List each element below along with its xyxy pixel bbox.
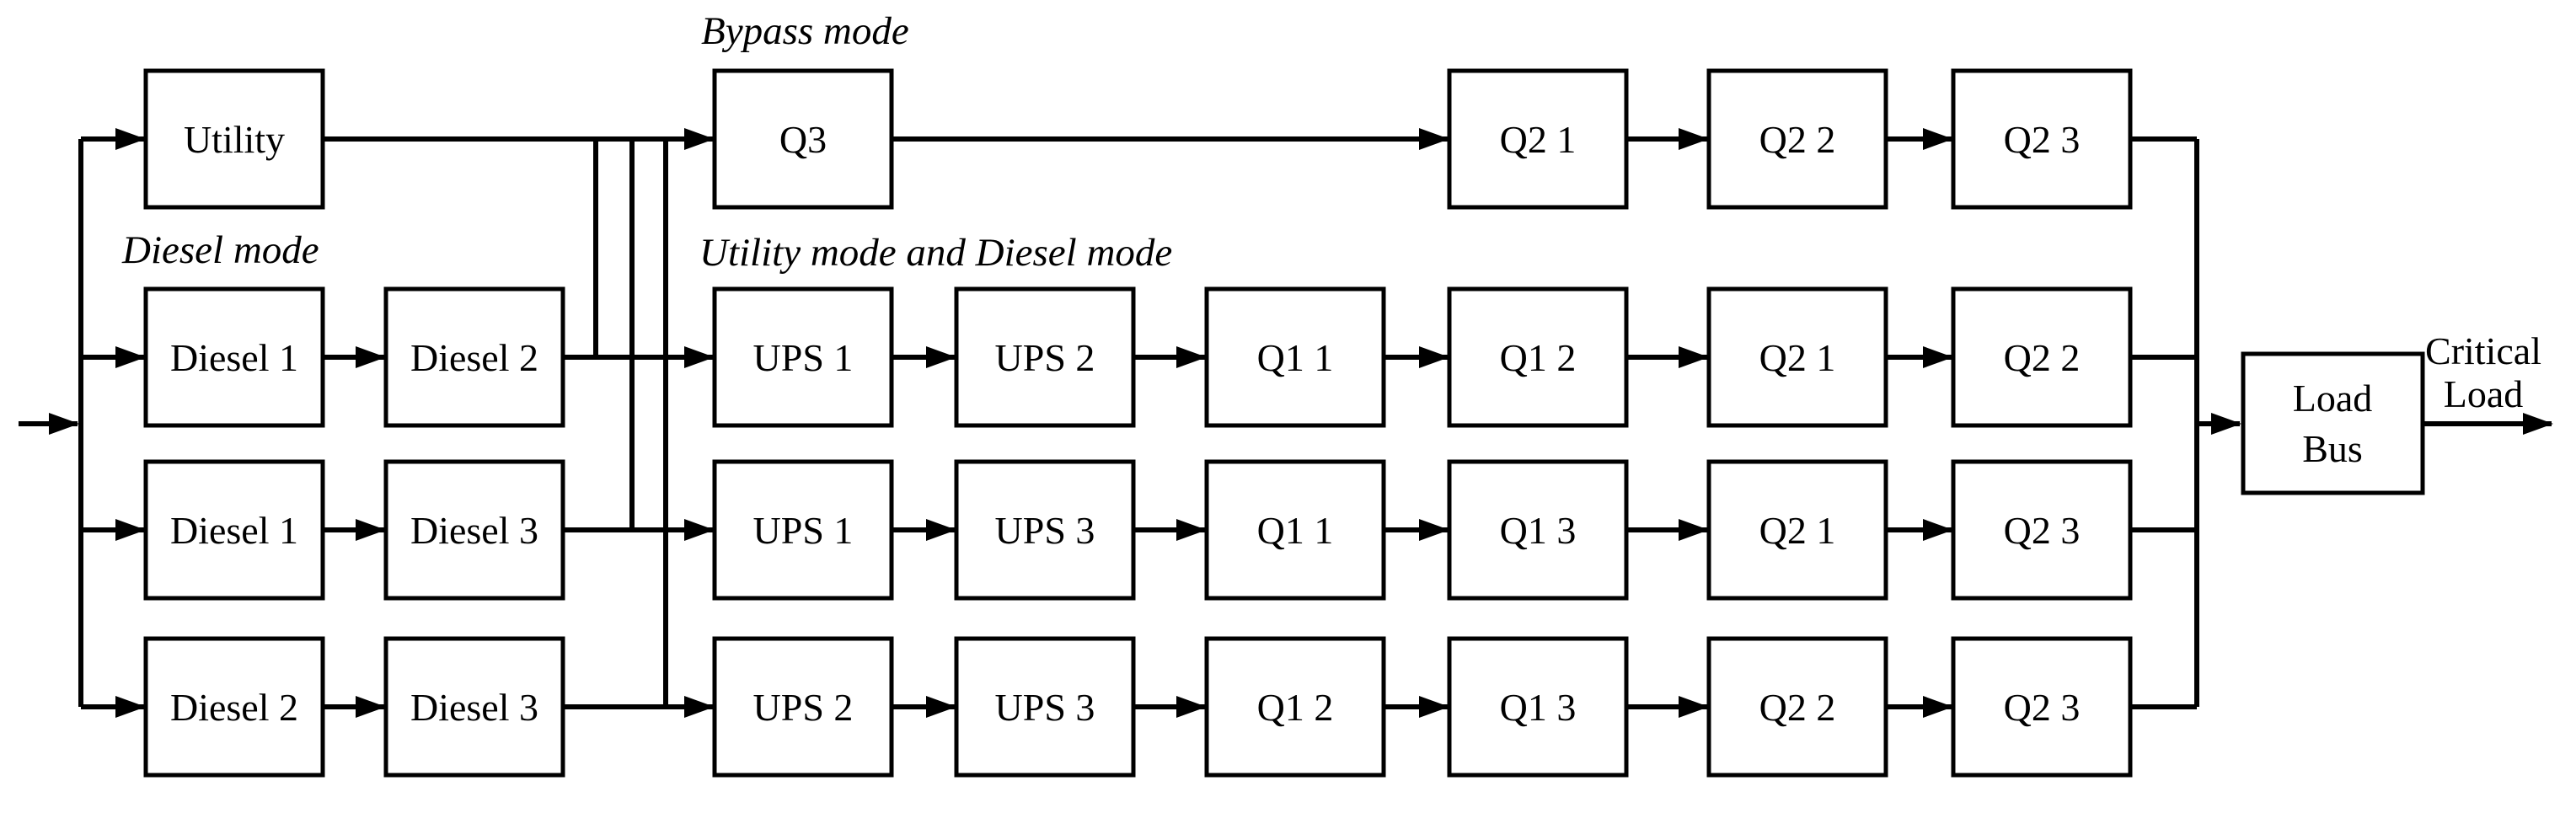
box-r3-diesel-1: Diesel 1 [143, 459, 325, 601]
box-label: Q1 3 [1500, 509, 1577, 552]
box-label: Diesel 2 [410, 336, 538, 379]
box-label: Q1 3 [1500, 686, 1577, 729]
box-r1-q2-1: Q2 1 [1447, 68, 1629, 210]
box-label: Diesel 2 [170, 686, 298, 729]
box-label: Q2 1 [1759, 509, 1836, 552]
box-label: Q3 [779, 118, 827, 161]
box-r4-ups-2: UPS 2 [712, 636, 894, 778]
box-label: Diesel 1 [170, 336, 298, 379]
box-label: Q1 1 [1257, 509, 1334, 552]
box-r2-ups-1: UPS 1 [712, 286, 894, 428]
box-r2-q2-1: Q2 1 [1706, 286, 1888, 428]
box-label: UPS 1 [753, 509, 854, 552]
box-r3-q1-1: Q1 1 [1204, 459, 1386, 601]
box-r3-diesel-3: Diesel 3 [383, 459, 565, 601]
box-label: UPS 1 [753, 336, 854, 379]
box-r3-ups-1: UPS 1 [712, 459, 894, 601]
critical-load-label-line1: Critical [2425, 329, 2541, 372]
critical-load-label-line2: Load [2444, 372, 2524, 415]
box-utility: Utility [143, 68, 325, 210]
load-bus-label-line1: Load [2293, 377, 2373, 420]
box-label: Q2 2 [1759, 686, 1836, 729]
box-r4-q2-3: Q2 3 [1951, 636, 2133, 778]
box-r1-q2-3: Q2 3 [1951, 68, 2133, 210]
box-label: UPS 3 [995, 509, 1095, 552]
box-load-bus: Load Bus [2241, 351, 2425, 495]
box-r2-diesel-1: Diesel 1 [143, 286, 325, 428]
box-r3-ups-3: UPS 3 [954, 459, 1136, 601]
label-bypass-mode: Bypass mode [701, 9, 909, 53]
box-label: Q2 3 [2004, 509, 2081, 552]
box-r4-diesel-3: Diesel 3 [383, 636, 565, 778]
box-label: Utility [184, 118, 285, 161]
box-label: UPS 2 [753, 686, 854, 729]
box-r4-q2-2: Q2 2 [1706, 636, 1888, 778]
box-label: Q1 1 [1257, 336, 1334, 379]
box-r4-ups-3: UPS 3 [954, 636, 1136, 778]
box-r4-q1-3: Q1 3 [1447, 636, 1629, 778]
box-label: Q2 1 [1500, 118, 1577, 161]
box-r2-q1-2: Q1 2 [1447, 286, 1629, 428]
box-label: Q1 2 [1500, 336, 1577, 379]
box-r2-ups-2: UPS 2 [954, 286, 1136, 428]
box-label: Diesel 1 [170, 509, 298, 552]
box-r3-q2-3: Q2 3 [1951, 459, 2133, 601]
box-label: Diesel 3 [410, 686, 538, 729]
label-utility-diesel-mode: Utility mode and Diesel mode [699, 231, 1172, 275]
box-label: Q2 1 [1759, 336, 1836, 379]
box-label: UPS 3 [995, 686, 1095, 729]
load-bus-label-line2: Bus [2302, 427, 2363, 470]
box-label: UPS 2 [995, 336, 1095, 379]
box-label: Q2 2 [1759, 118, 1836, 161]
box-q3: Q3 [712, 68, 894, 210]
box-label: Q2 3 [2004, 118, 2081, 161]
box-r2-q1-1: Q1 1 [1204, 286, 1386, 428]
box-r2-q2-2: Q2 2 [1951, 286, 2133, 428]
box-label: Q1 2 [1257, 686, 1334, 729]
box-r2-diesel-2: Diesel 2 [383, 286, 565, 428]
box-r1-q2-2: Q2 2 [1706, 68, 1888, 210]
box-label: Q2 3 [2004, 686, 2081, 729]
box-r4-diesel-2: Diesel 2 [143, 636, 325, 778]
box-r4-q1-2: Q1 2 [1204, 636, 1386, 778]
box-label: Diesel 3 [410, 509, 538, 552]
box-r3-q2-1: Q2 1 [1706, 459, 1888, 601]
box-label: Q2 2 [2004, 336, 2081, 379]
label-diesel-mode: Diesel mode [121, 228, 319, 272]
box-r3-q1-3: Q1 3 [1447, 459, 1629, 601]
